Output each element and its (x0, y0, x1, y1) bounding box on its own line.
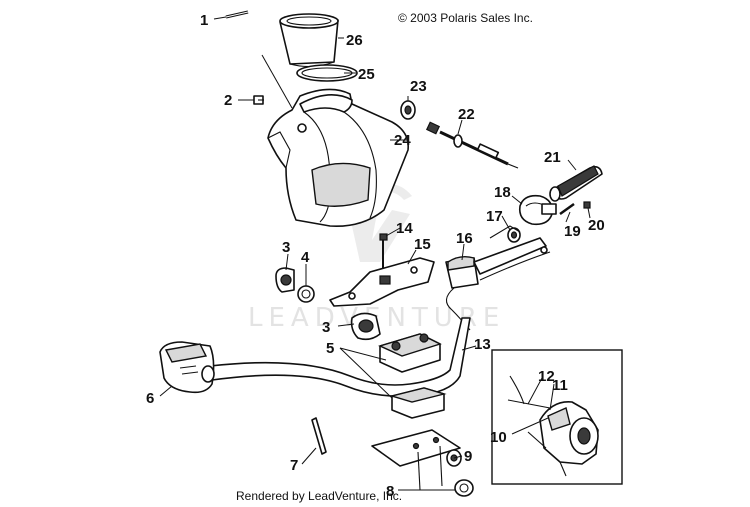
part-7-clip (311, 417, 327, 455)
part-20-screw (583, 201, 591, 209)
leader-lines (159, 16, 591, 491)
part-14-bolt (379, 233, 388, 268)
callout-3-upper: 3 (282, 239, 290, 256)
callout-26: 26 (346, 32, 363, 49)
callout-11: 11 (552, 377, 568, 394)
part-18-throttle-housing (518, 194, 557, 226)
callout-5: 5 (326, 340, 334, 357)
part-13-handlebar (209, 317, 471, 398)
part-17-bushing (507, 227, 521, 243)
part-15-bracket (329, 257, 435, 307)
callout-18: 18 (494, 184, 511, 201)
callout-10: 10 (490, 429, 507, 446)
callout-12: 12 (538, 368, 555, 385)
rendered-by-text: Rendered by LeadVenture, Inc. (236, 489, 402, 503)
callout-24: 24 (394, 132, 411, 149)
part-23-nut (400, 100, 416, 120)
copyright-text: © 2003 Polaris Sales Inc. (398, 11, 533, 25)
callout-15: 15 (414, 236, 431, 253)
callout-14: 14 (396, 220, 413, 237)
part-24-headlight-pod (267, 88, 409, 227)
callout-6: 6 (146, 390, 154, 407)
mounting-plate (371, 429, 461, 491)
part-6-switch-housing (159, 341, 215, 394)
part-21-grip (549, 165, 603, 202)
callout-labels: 1 2 3 3 4 5 6 7 8 9 10 11 12 13 14 15 16… (146, 12, 605, 500)
part-2-screw (253, 95, 264, 105)
callout-20: 20 (588, 217, 605, 234)
callout-1: 1 (200, 12, 208, 29)
part-19-screw (559, 202, 575, 216)
part-22-cable (425, 121, 519, 169)
callout-17: 17 (486, 208, 503, 225)
part-4-washer (297, 285, 315, 303)
callout-16: 16 (456, 230, 473, 247)
part-5-clamp-upper (378, 333, 442, 373)
callout-4: 4 (301, 249, 310, 266)
callout-23: 23 (410, 78, 427, 95)
callout-22: 22 (458, 106, 475, 123)
callout-25: 25 (358, 66, 375, 83)
part-16-brake-lever (445, 225, 551, 331)
callout-13: 13 (474, 336, 491, 353)
part-5-clamp-lower (389, 387, 447, 419)
part-1-pin (225, 10, 249, 19)
callout-2: 2 (224, 92, 232, 109)
callout-19: 19 (564, 223, 581, 240)
callout-21: 21 (544, 149, 561, 166)
callout-8: 8 (386, 483, 394, 500)
part-8-clamp (454, 479, 474, 497)
callout-7: 7 (290, 457, 298, 474)
part-3-switch-lower (350, 312, 381, 341)
callout-9: 9 (464, 448, 472, 465)
part-26-boot (279, 13, 339, 68)
part-3-switch-upper (275, 267, 295, 293)
callout-3-lower: 3 (322, 319, 330, 336)
inset-detail (491, 349, 623, 485)
